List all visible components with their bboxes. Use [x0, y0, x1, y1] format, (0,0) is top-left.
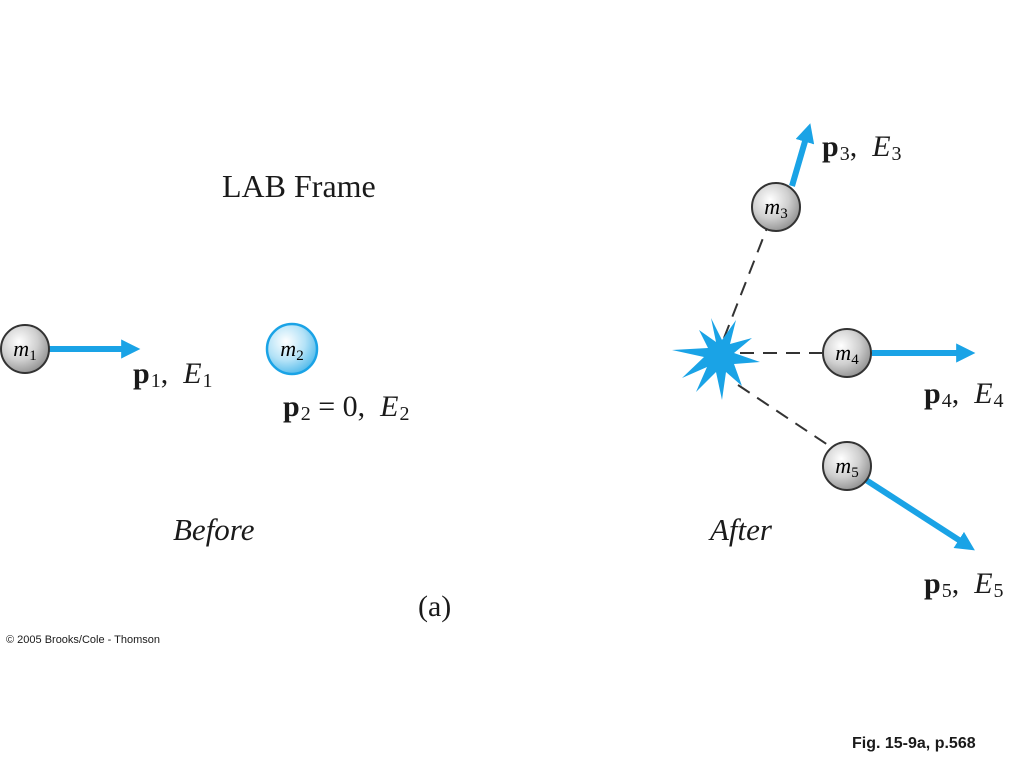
- particle-m3: m3: [751, 182, 801, 232]
- trajectory-m3: [723, 227, 768, 339]
- svg-text:m4: m4: [835, 340, 859, 368]
- label-p5-e5: p5, E5: [924, 567, 1004, 602]
- trajectory-m5: [737, 384, 829, 446]
- label-p1-e1: p1, E1: [133, 357, 213, 392]
- label-p3-e3: p3, E3: [822, 130, 902, 165]
- svg-text:m2: m2: [280, 336, 303, 364]
- label-p4-e4: p4, E4: [924, 377, 1004, 412]
- particle-m2: m2: [265, 322, 319, 376]
- caption-before: Before: [173, 512, 255, 547]
- svg-text:m1: m1: [13, 336, 36, 364]
- copyright-notice: © 2005 Brooks/Cole - Thomson: [6, 634, 161, 646]
- momentum-arrow-p5: [864, 477, 975, 551]
- momentum-arrow-p3: [789, 123, 815, 187]
- label-p2-e2: p2 = 0, E2: [283, 390, 410, 425]
- figure-reference: Fig. 15-9a, p.568: [852, 735, 976, 752]
- subfigure-label: (a): [418, 590, 452, 623]
- particle-m5: m5: [822, 441, 872, 491]
- collision-burst-icon: [672, 318, 760, 400]
- particle-m4: m4: [822, 328, 872, 378]
- caption-after: After: [710, 512, 772, 547]
- svg-text:m5: m5: [835, 453, 858, 481]
- particle-m1: m1: [0, 324, 50, 374]
- svg-text:m3: m3: [764, 194, 787, 222]
- diagram-title: LAB Frame: [222, 168, 376, 204]
